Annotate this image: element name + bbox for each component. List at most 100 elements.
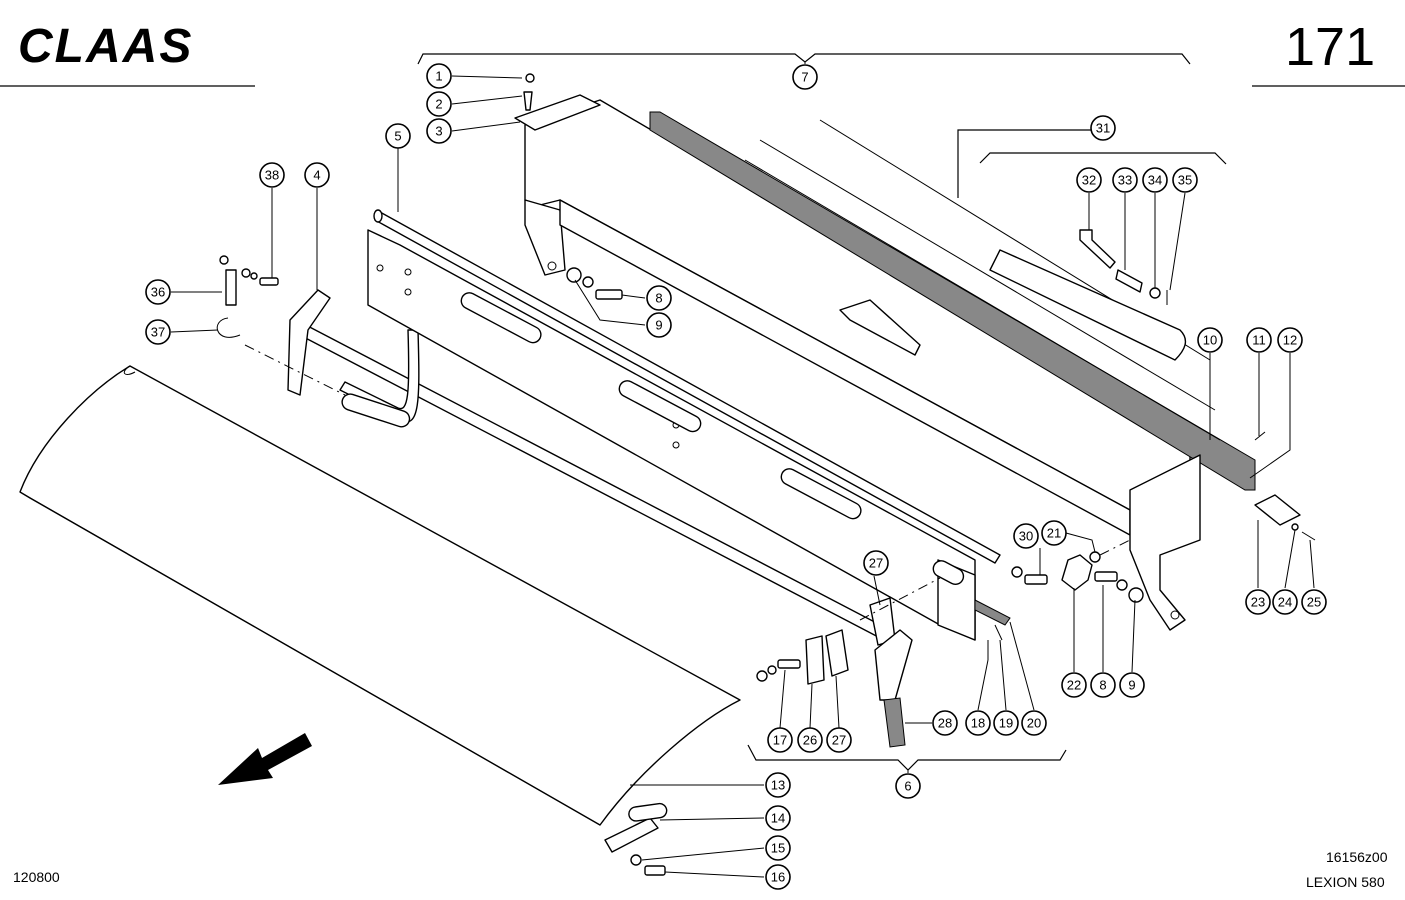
washer-24 [1291,523,1299,531]
svg-text:6: 6 [904,779,911,794]
svg-text:26: 26 [803,733,817,748]
svg-text:37: 37 [151,325,165,340]
washer-38b [250,272,258,280]
svg-text:35: 35 [1178,173,1192,188]
nut-lower [1128,587,1144,603]
svg-text:21: 21 [1047,526,1061,541]
latch-4 [287,289,331,396]
center-line-2 [859,577,941,621]
bolt-17 [777,659,801,669]
callout-22: 22 [1061,672,1087,698]
callout-32: 32 [1076,167,1102,193]
svg-text:2: 2 [435,97,442,112]
model-name: LEXION 580 [1306,874,1385,890]
svg-text:18: 18 [971,716,985,731]
ring-34 [1149,287,1161,299]
svg-text:27: 27 [869,556,883,571]
svg-text:24: 24 [1278,595,1292,610]
svg-text:14: 14 [771,811,785,826]
callout-36: 36 [145,279,171,305]
bolt-16 [644,865,666,876]
callout-19: 19 [993,710,1019,736]
svg-text:12: 12 [1283,333,1297,348]
callout-9-lower: 9 [1119,672,1145,698]
direction-arrow-icon [218,733,312,785]
svg-text:9: 9 [655,318,662,333]
svg-text:7: 7 [801,70,808,85]
date-code: 120800 [13,869,60,885]
washer-9-lower [1116,579,1128,591]
svg-text:1: 1 [435,69,442,84]
callout-30: 30 [1013,523,1039,549]
nut-upper [566,267,582,283]
bolt-8-upper [595,289,623,300]
callout-23: 23 [1245,589,1271,615]
washer-38a [241,268,251,278]
washer-9-upper [582,276,594,288]
sleeve-3 [780,468,862,520]
svg-text:33: 33 [1118,173,1132,188]
plate-hole [404,268,412,276]
callout-7: 7 [792,64,818,90]
plate-20 [974,599,1011,626]
brand-logo: CLAAS [18,20,193,73]
callout-38: 38 [259,162,285,188]
nut-38 [219,255,229,265]
callout-35: 35 [1172,167,1198,193]
callout-21: 21 [1041,520,1067,546]
leader-lines [170,62,1315,878]
pin-11 [1254,431,1266,441]
cap-1 [525,73,535,83]
callout-6: 6 [895,773,921,799]
svg-text:10: 10 [1203,333,1217,348]
svg-text:16: 16 [771,870,785,885]
callout-8-upper: 8 [646,285,672,311]
callout-34: 34 [1142,167,1168,193]
plate-hole [376,264,384,272]
svg-text:8: 8 [1099,678,1106,693]
washer-17 [767,665,777,675]
grip-pad-28 [883,697,906,748]
svg-text:15: 15 [771,841,785,856]
callout-16: 16 [765,864,791,890]
svg-text:4: 4 [313,168,320,183]
pin-32 [1079,229,1116,269]
group-bracket-31b [979,152,1227,165]
svg-text:9: 9 [1128,678,1135,693]
svg-text:17: 17 [773,733,787,748]
washer-21 [1089,551,1101,563]
callout-12: 12 [1277,327,1303,353]
pin-14-shaft [628,802,668,822]
svg-text:20: 20 [1027,716,1041,731]
bolt-30 [1024,574,1048,585]
callout-8-lower: 8 [1090,672,1116,698]
header: CLAAS 171 [0,17,1405,87]
cover-edge [19,491,601,826]
lever-arm [874,629,913,701]
callout-13: 13 [765,772,791,798]
page-number: 171 [1285,17,1375,77]
callout-33: 33 [1112,167,1138,193]
svg-text:34: 34 [1148,173,1162,188]
clip-27-top [932,560,965,586]
svg-text:3: 3 [435,124,442,139]
cover-strip-31 [989,249,1187,361]
bracket-hole [1170,610,1180,620]
latch-hook-27 [825,629,849,677]
callout-5: 5 [385,123,411,149]
callout-2: 2 [426,91,452,117]
callout-37: 37 [145,319,171,345]
svg-text:38: 38 [265,168,279,183]
svg-text:30: 30 [1019,529,1033,544]
latch-plate-26 [805,635,825,685]
pin-14 [604,817,659,853]
svg-text:19: 19 [999,716,1013,731]
callout-27-upper: 27 [863,550,889,576]
sleeve-2 [618,380,702,433]
callout-20: 20 [1021,710,1047,736]
housing-line-3 [744,159,1221,441]
callout-28: 28 [932,710,958,736]
callout-4: 4 [304,162,330,188]
callout-14: 14 [765,805,791,831]
